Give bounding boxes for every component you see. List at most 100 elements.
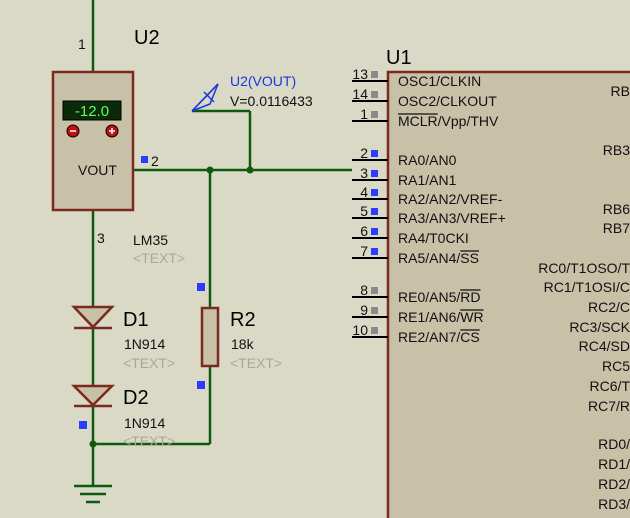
u1-pin[interactable]: 14 OSC2/CLKOUT (352, 86, 497, 109)
u1-pin-name: RE2/AN7/CS (398, 329, 480, 345)
r2-body[interactable] (200, 306, 220, 368)
pin-marker (371, 327, 378, 334)
u1-pin-name: RC6/T (590, 378, 630, 394)
u1-pin-name: RD2/ (598, 476, 630, 492)
u2-pin-3-number: 3 (97, 230, 105, 246)
u1-pin[interactable]: 3 RA1/AN1 (352, 165, 457, 188)
u1-pin-name: RA4/T0CKI (398, 230, 469, 246)
u1-pin-name: RD3/ (598, 496, 630, 512)
junction-dot (246, 166, 254, 174)
u1-pin[interactable]: 7 RA5/AN4/SS (352, 243, 479, 266)
component-d1[interactable] (71, 305, 115, 330)
u1-pin-name: RC0/T1OSO/T (538, 260, 630, 276)
u1-pin-name: OSC1/CLKIN (398, 73, 481, 89)
u2-part-name: LM35 (133, 232, 168, 248)
u1-pin[interactable]: 2 RA0/AN0 (352, 145, 457, 168)
d1-text-placeholder: <TEXT> (123, 355, 175, 371)
u2-body[interactable] (51, 70, 135, 212)
u1-pin-name: RA0/AN0 (398, 152, 457, 168)
u1-pin-name: MCLR/Vpp/THV (398, 113, 499, 129)
u1-pin-name: RC7/R (588, 398, 630, 414)
u1-pin[interactable]: 4 RA2/AN2/VREF- (352, 184, 503, 207)
u2-designator: U2 (134, 27, 160, 49)
pin-marker (197, 283, 205, 291)
u1-pin-name: RC1/T1OSI/C (544, 279, 630, 295)
pin-marker (371, 248, 378, 255)
pin-marker (371, 228, 378, 235)
pin-marker (371, 170, 378, 177)
u1-pin-number: 13 (352, 66, 368, 82)
u2-display-value: -12.0 (75, 103, 109, 120)
u1-pin-number: 8 (360, 282, 368, 298)
u1-pin-number: 2 (360, 145, 368, 161)
pin-marker (141, 156, 148, 163)
u1-pin[interactable]: 10 RE2/AN7/CS (352, 322, 480, 345)
u1-pin[interactable]: 9 RE1/AN6/WR (352, 302, 484, 325)
u1-body[interactable] (386, 70, 630, 518)
u1-pin-number: 14 (352, 86, 368, 102)
u1-pin[interactable]: 1 MCLR/Vpp/THV (352, 106, 499, 129)
r2-designator: R2 (230, 309, 256, 331)
component-d2[interactable] (70, 384, 116, 408)
component-u2[interactable]: -12.0 VOUT (51, 70, 135, 212)
u2-pin-1-number: 1 (78, 36, 86, 52)
u1-pin-number: 7 (360, 243, 368, 259)
u1-pin-name: RB (611, 83, 630, 99)
u1-pin-name: RD1/ (598, 456, 630, 472)
u1-pin-name: RA5/AN4/SS (398, 250, 479, 266)
u1-pin-name: RD0/ (598, 436, 630, 452)
u1-pin[interactable]: 13 OSC1/CLKIN (352, 66, 481, 89)
pin-marker (371, 287, 378, 294)
voltage-probe[interactable] (191, 83, 219, 112)
u1-pin[interactable]: 8 RE0/AN5/RD (352, 282, 480, 305)
pin-marker (371, 208, 378, 215)
u1-pin-number: 9 (360, 302, 368, 318)
u1-pin-name: RA1/AN1 (398, 172, 457, 188)
u1-pin-name: RC2/C (588, 299, 630, 315)
d2-text-placeholder: <TEXT> (123, 433, 175, 449)
u1-pin-name: RB6 (603, 201, 630, 217)
component-r2[interactable] (200, 306, 220, 368)
u2-display (62, 100, 122, 121)
u1-pin-name: RE1/AN6/WR (398, 309, 484, 325)
u1-pin-name: RE0/AN5/RD (398, 289, 480, 305)
u1-pin-name: RB3 (603, 142, 630, 158)
u2-pin-label-vout: VOUT (78, 162, 117, 178)
u1-pin-name: RA2/AN2/VREF- (398, 191, 503, 207)
u1-pin-number: 5 (360, 203, 368, 219)
ground-symbol[interactable] (74, 484, 112, 504)
d2-designator: D2 (123, 387, 149, 409)
u2-decrement-button[interactable] (66, 124, 80, 138)
probe-value: V=0.0116433 (230, 93, 313, 109)
r2-text-placeholder: <TEXT> (230, 355, 282, 371)
component-u1[interactable] (386, 70, 630, 518)
u1-pin-number: 4 (360, 184, 368, 200)
u1-pin-name: OSC2/CLKOUT (398, 93, 497, 109)
u2-text-placeholder: <TEXT> (133, 250, 185, 266)
u2-increment-button[interactable] (105, 124, 119, 138)
u1-pin-name: RC4/SD (579, 338, 630, 354)
junction-dot (206, 166, 214, 174)
u1-pin-number: 10 (352, 322, 368, 338)
pin-marker (371, 91, 378, 98)
diode-icon (71, 305, 115, 329)
pin-marker (79, 421, 87, 429)
d1-designator: D1 (123, 309, 149, 331)
pin-marker (371, 150, 378, 157)
u2-pin-2-number: 2 (151, 153, 159, 169)
u1-pin-name: RB7 (603, 220, 630, 236)
pin-marker (371, 111, 378, 118)
pin-marker (371, 71, 378, 78)
pin-marker (371, 189, 378, 196)
u1-designator: U1 (386, 47, 412, 69)
r2-value: 18k (231, 336, 255, 352)
probe-title: U2(VOUT) (230, 73, 296, 89)
u1-pin-number: 1 (360, 106, 368, 122)
u1-pin-number: 3 (360, 165, 368, 181)
